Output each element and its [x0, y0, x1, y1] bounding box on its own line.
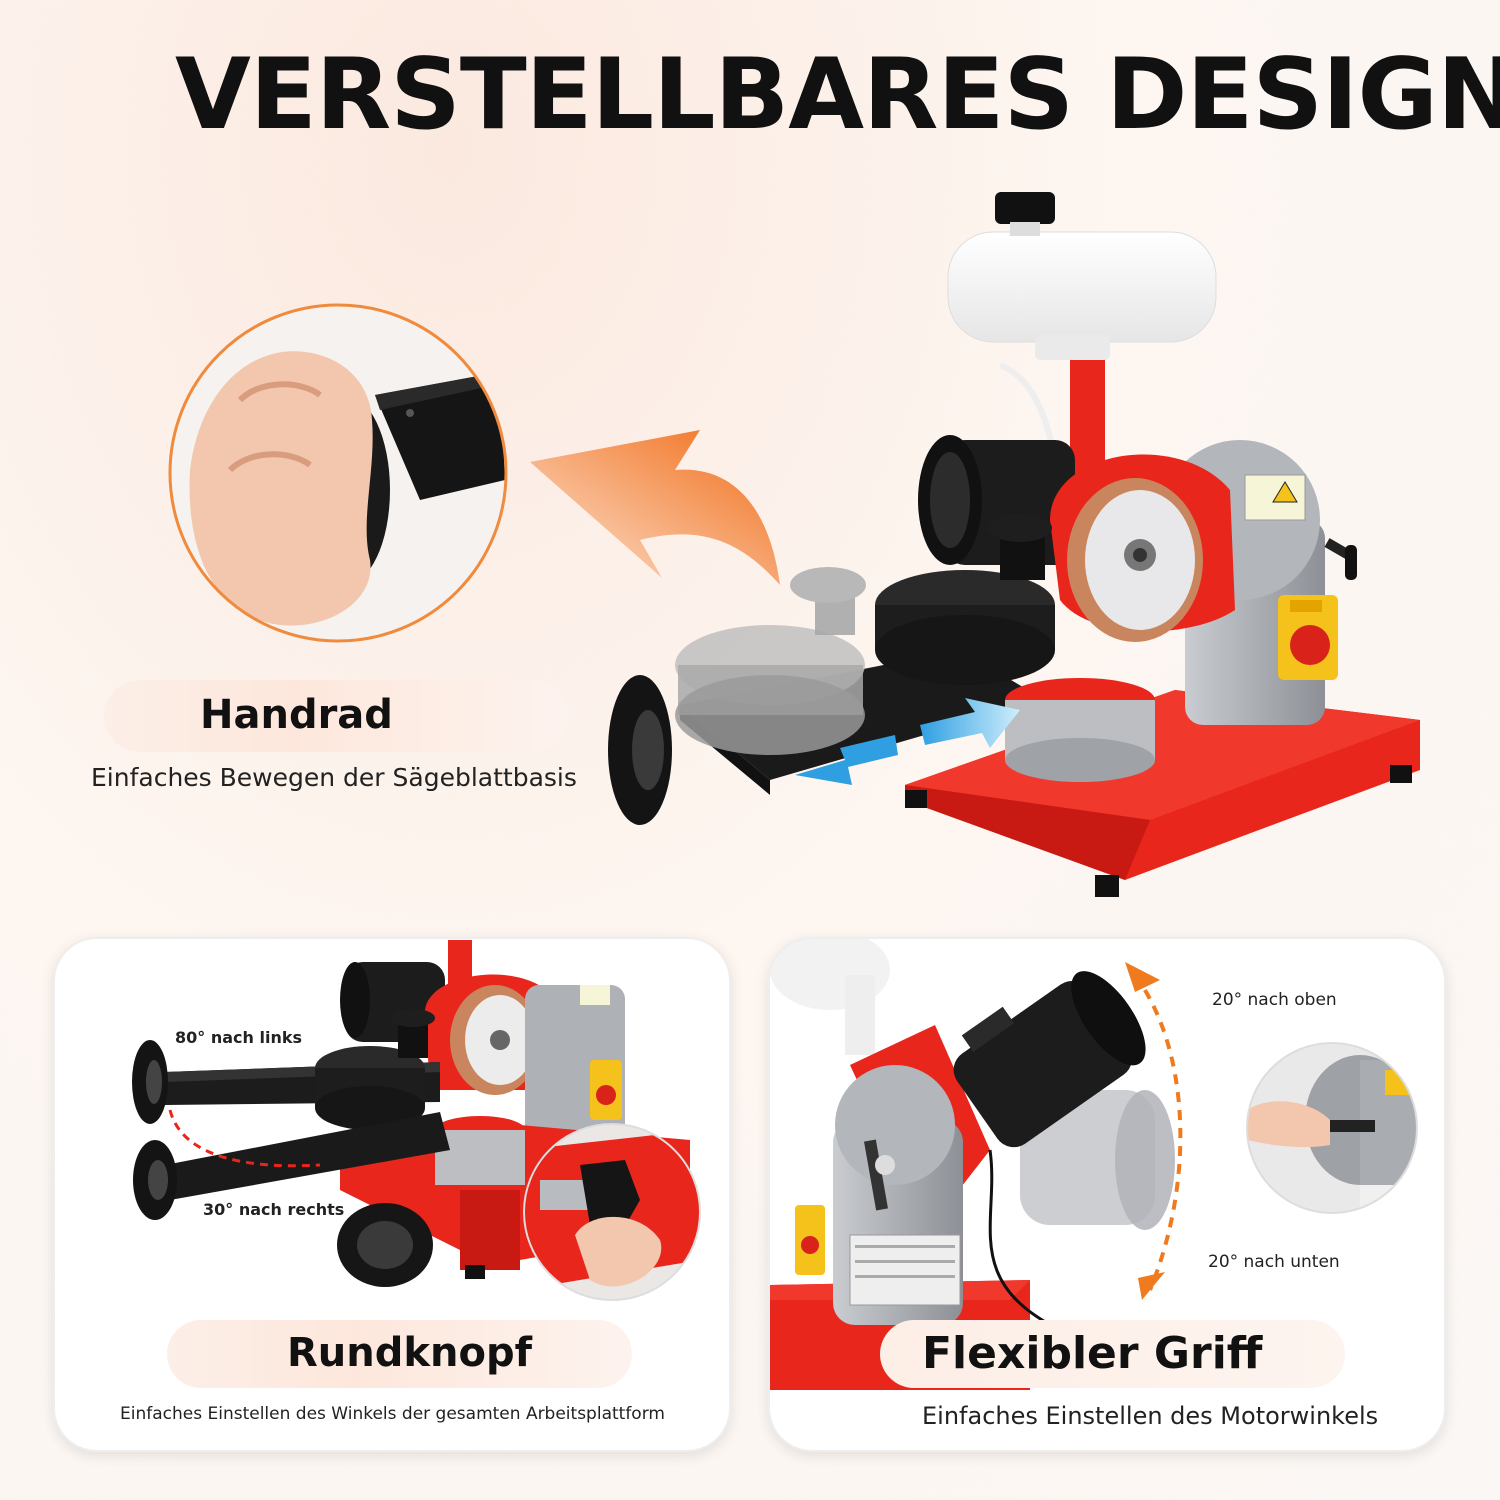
page-title: VERSTELLBARES DESIGN — [175, 38, 1500, 152]
grinding-wheel-icon — [1067, 478, 1203, 642]
griff-pill — [880, 1320, 1345, 1388]
switch-icon — [1278, 595, 1338, 680]
rundknopf-pill — [167, 1320, 632, 1388]
knob-icon — [1000, 530, 1045, 580]
angle-right-label: 30° nach rechts — [203, 1200, 345, 1219]
handrad-caption: Einfaches Bewegen der Sägeblattbasis — [91, 763, 577, 792]
handrad-label: Handrad — [200, 692, 393, 738]
rundknopf-caption: Einfaches Einstellen des Winkels der ges… — [120, 1404, 665, 1424]
angle-down-label: 20° nach unten — [1208, 1252, 1340, 1272]
handrad-pill — [104, 680, 569, 752]
blue-arrow-icon — [920, 698, 1020, 748]
orange-arrow-icon — [530, 430, 780, 585]
angle-up-label: 20° nach oben — [1212, 990, 1337, 1010]
griff-label: Flexibler Griff — [922, 1328, 1263, 1379]
angle-left-label: 80° nach links — [175, 1028, 302, 1047]
tank-icon — [947, 231, 1217, 343]
griff-caption: Einfaches Einstellen des Motorwinkels — [922, 1402, 1379, 1430]
rundknopf-label: Rundknopf — [287, 1330, 532, 1376]
handwheel-icon — [608, 675, 672, 825]
